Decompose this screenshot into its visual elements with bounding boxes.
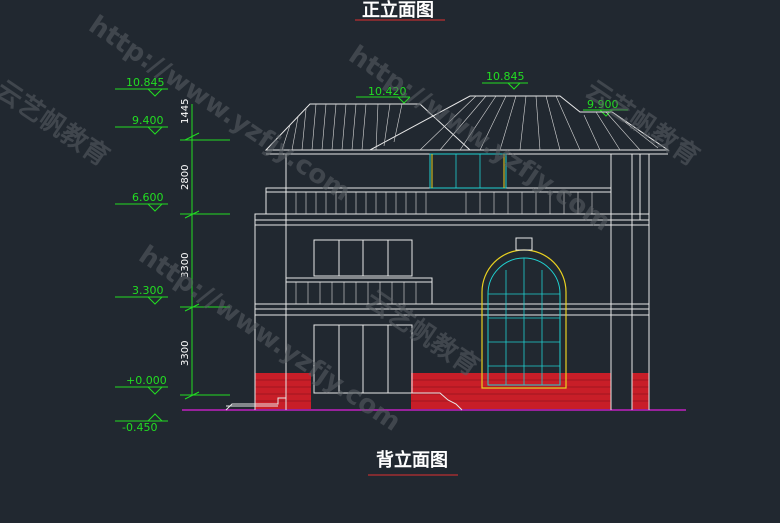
balcony-railing	[295, 192, 593, 304]
elevation-label-0000: +0.000	[126, 374, 167, 387]
brick-base	[255, 373, 649, 409]
elevation-label-10845: 10.845	[126, 76, 165, 89]
dimension-chain	[180, 104, 230, 400]
elevation-label-ridge-left: 10.420	[368, 85, 407, 98]
dimension-label-1445: 1445	[180, 99, 191, 124]
elevation-markers	[115, 82, 628, 422]
dimension-label-3300-upper: 3300	[180, 253, 191, 278]
elevation-label-9400: 9.400	[132, 114, 164, 127]
elevation-label-eave-right: 9.900	[587, 98, 619, 111]
building	[225, 95, 670, 411]
arched-window	[481, 237, 567, 389]
upper-window	[429, 153, 507, 189]
title-back-elevation: 背立面图	[376, 450, 448, 471]
elevation-label-m0450: -0.450	[122, 421, 157, 434]
dimension-label-2800: 2800	[180, 165, 191, 190]
elevation-label-3300: 3.300	[132, 284, 164, 297]
elevation-label-6600: 6.600	[132, 191, 164, 204]
dimension-label-3300-lower: 3300	[180, 341, 191, 366]
elevation-label-ridge-main: 10.845	[486, 70, 525, 83]
title-front-elevation: 正立面图	[362, 0, 434, 21]
roof-hatch	[281, 95, 659, 151]
